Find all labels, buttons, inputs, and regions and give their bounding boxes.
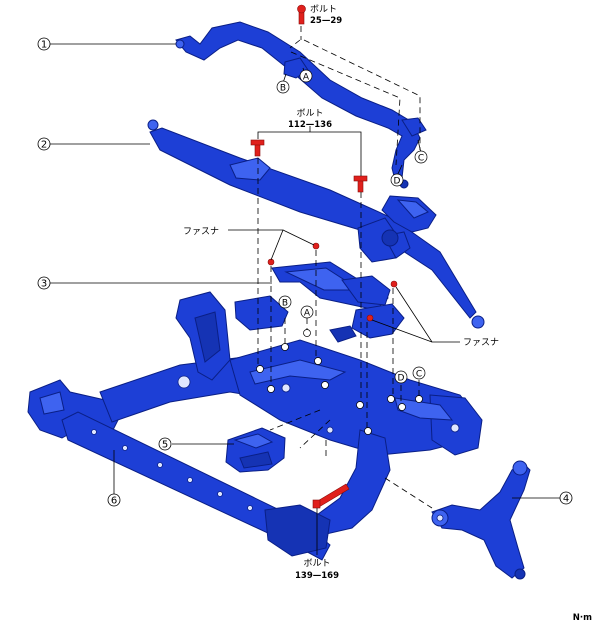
bolts xyxy=(250,4,398,509)
mount-markers xyxy=(256,329,423,435)
svg-text:139—169: 139—169 xyxy=(295,571,339,581)
svg-text:ボルト: ボルト xyxy=(303,558,330,569)
svg-text:D: D xyxy=(394,177,401,187)
svg-text:A: A xyxy=(303,73,310,83)
svg-text:B: B xyxy=(282,299,288,309)
svg-text:112—136: 112—136 xyxy=(288,120,332,130)
label-unit: N·m xyxy=(573,613,592,623)
svg-text:ファスナ: ファスナ xyxy=(183,226,219,237)
marker-d-top: D xyxy=(390,173,404,187)
steering-gear xyxy=(147,119,485,329)
svg-text:ボルト: ボルト xyxy=(296,108,323,119)
svg-text:ボルト: ボルト xyxy=(310,4,337,15)
svg-text:5: 5 xyxy=(162,440,168,451)
front-subframe xyxy=(27,291,483,561)
callout-1: 1 xyxy=(37,37,51,51)
marker-c-top: C xyxy=(414,150,428,164)
marker-a-frame: A xyxy=(300,305,314,319)
label-bolt-mid: ボルト 112—136 xyxy=(288,108,332,130)
marker-d-frame: D xyxy=(394,370,408,384)
callout-2: 2 xyxy=(37,137,51,151)
svg-text:D: D xyxy=(398,374,405,384)
svg-text:ファスナ: ファスナ xyxy=(463,337,499,348)
lower-control-arm xyxy=(431,460,531,580)
label-bolt-bottom: ボルト 139—169 xyxy=(295,558,339,581)
alignment-lines xyxy=(257,26,433,509)
marker-c-frame: C xyxy=(412,366,426,380)
svg-text:1: 1 xyxy=(41,40,47,51)
svg-text:6: 6 xyxy=(111,496,117,507)
svg-text:25—29: 25—29 xyxy=(310,16,342,26)
callout-5: 5 xyxy=(158,437,172,451)
callout-3: 3 xyxy=(37,276,51,290)
svg-text:C: C xyxy=(416,370,422,380)
callout-6: 6 xyxy=(107,493,121,507)
svg-text:A: A xyxy=(304,309,311,319)
label-bolt-top: ボルト 25—29 xyxy=(310,4,342,26)
svg-text:C: C xyxy=(418,154,424,164)
support-plates xyxy=(234,261,405,343)
svg-text:N·m: N·m xyxy=(573,613,592,623)
marker-b-frame: B xyxy=(278,295,292,309)
callout-4: 4 xyxy=(559,491,573,505)
svg-text:B: B xyxy=(280,84,286,94)
svg-text:2: 2 xyxy=(41,140,47,151)
engine-mount-bracket xyxy=(225,427,286,473)
label-fastener-left: ファスナ xyxy=(183,226,219,237)
svg-text:4: 4 xyxy=(563,494,569,505)
marker-a-top: A xyxy=(299,69,313,83)
svg-text:3: 3 xyxy=(41,279,47,290)
marker-b-top: B xyxy=(276,80,290,94)
label-fastener-right: ファスナ xyxy=(463,337,499,348)
